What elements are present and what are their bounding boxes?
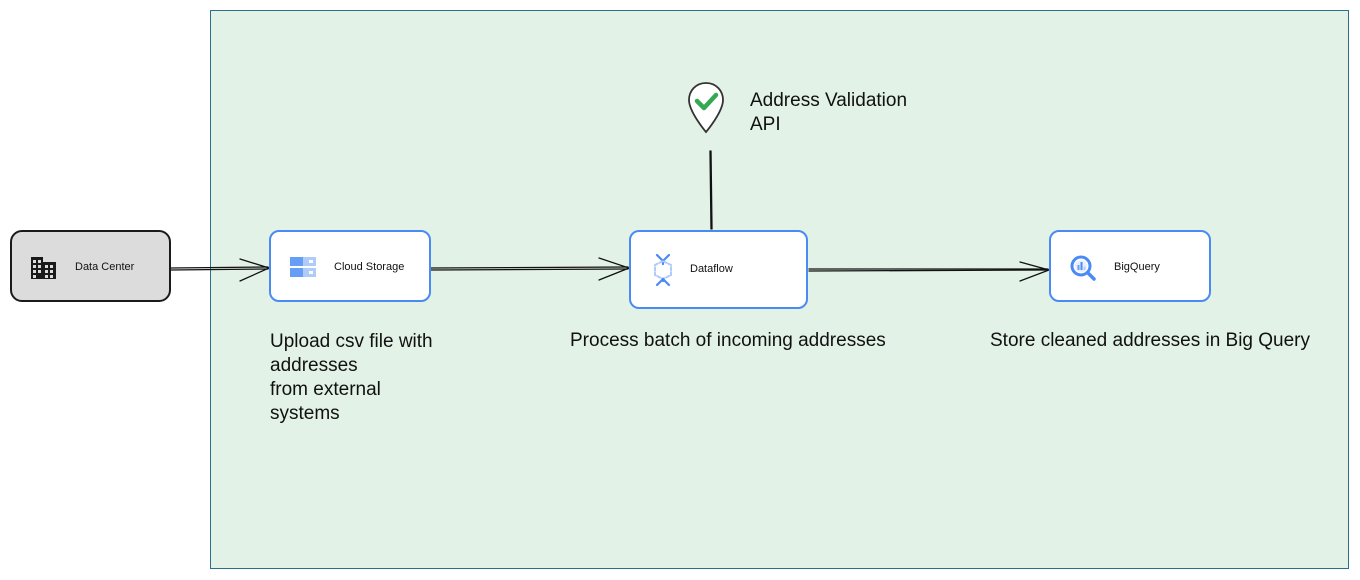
cloud-storage-icon <box>290 257 316 277</box>
bigquery-caption: Store cleaned addresses in Big Query <box>990 330 1311 351</box>
bigquery-label: BigQuery <box>1114 261 1160 273</box>
edge-api-to-dataflow <box>709 150 713 230</box>
cloud-storage-label: Cloud Storage <box>334 261 405 273</box>
bigquery-icon <box>1070 255 1096 281</box>
api-label: Address Validation API <box>750 90 908 135</box>
data-center-node[interactable]: Data Center <box>10 230 171 302</box>
dataflow-icon <box>654 253 672 287</box>
dataflow-node[interactable]: Dataflow <box>629 230 808 309</box>
dataflow-label: Dataflow <box>690 263 733 275</box>
edge-storage-to-dataflow <box>430 257 631 281</box>
location-check-pin-icon <box>688 82 724 134</box>
data-center-label: Data Center <box>75 261 135 273</box>
edge-dataflow-to-bigquery <box>808 261 1052 282</box>
cloud-storage-caption: Upload csv file with addresses from exte… <box>270 331 433 424</box>
edge-datacenter-to-storage <box>170 258 271 282</box>
bigquery-node[interactable]: BigQuery <box>1049 230 1211 302</box>
building-icon <box>31 257 56 279</box>
dataflow-caption: Process batch of incoming addresses <box>570 330 886 351</box>
cloud-storage-node[interactable]: Cloud Storage <box>269 230 431 302</box>
